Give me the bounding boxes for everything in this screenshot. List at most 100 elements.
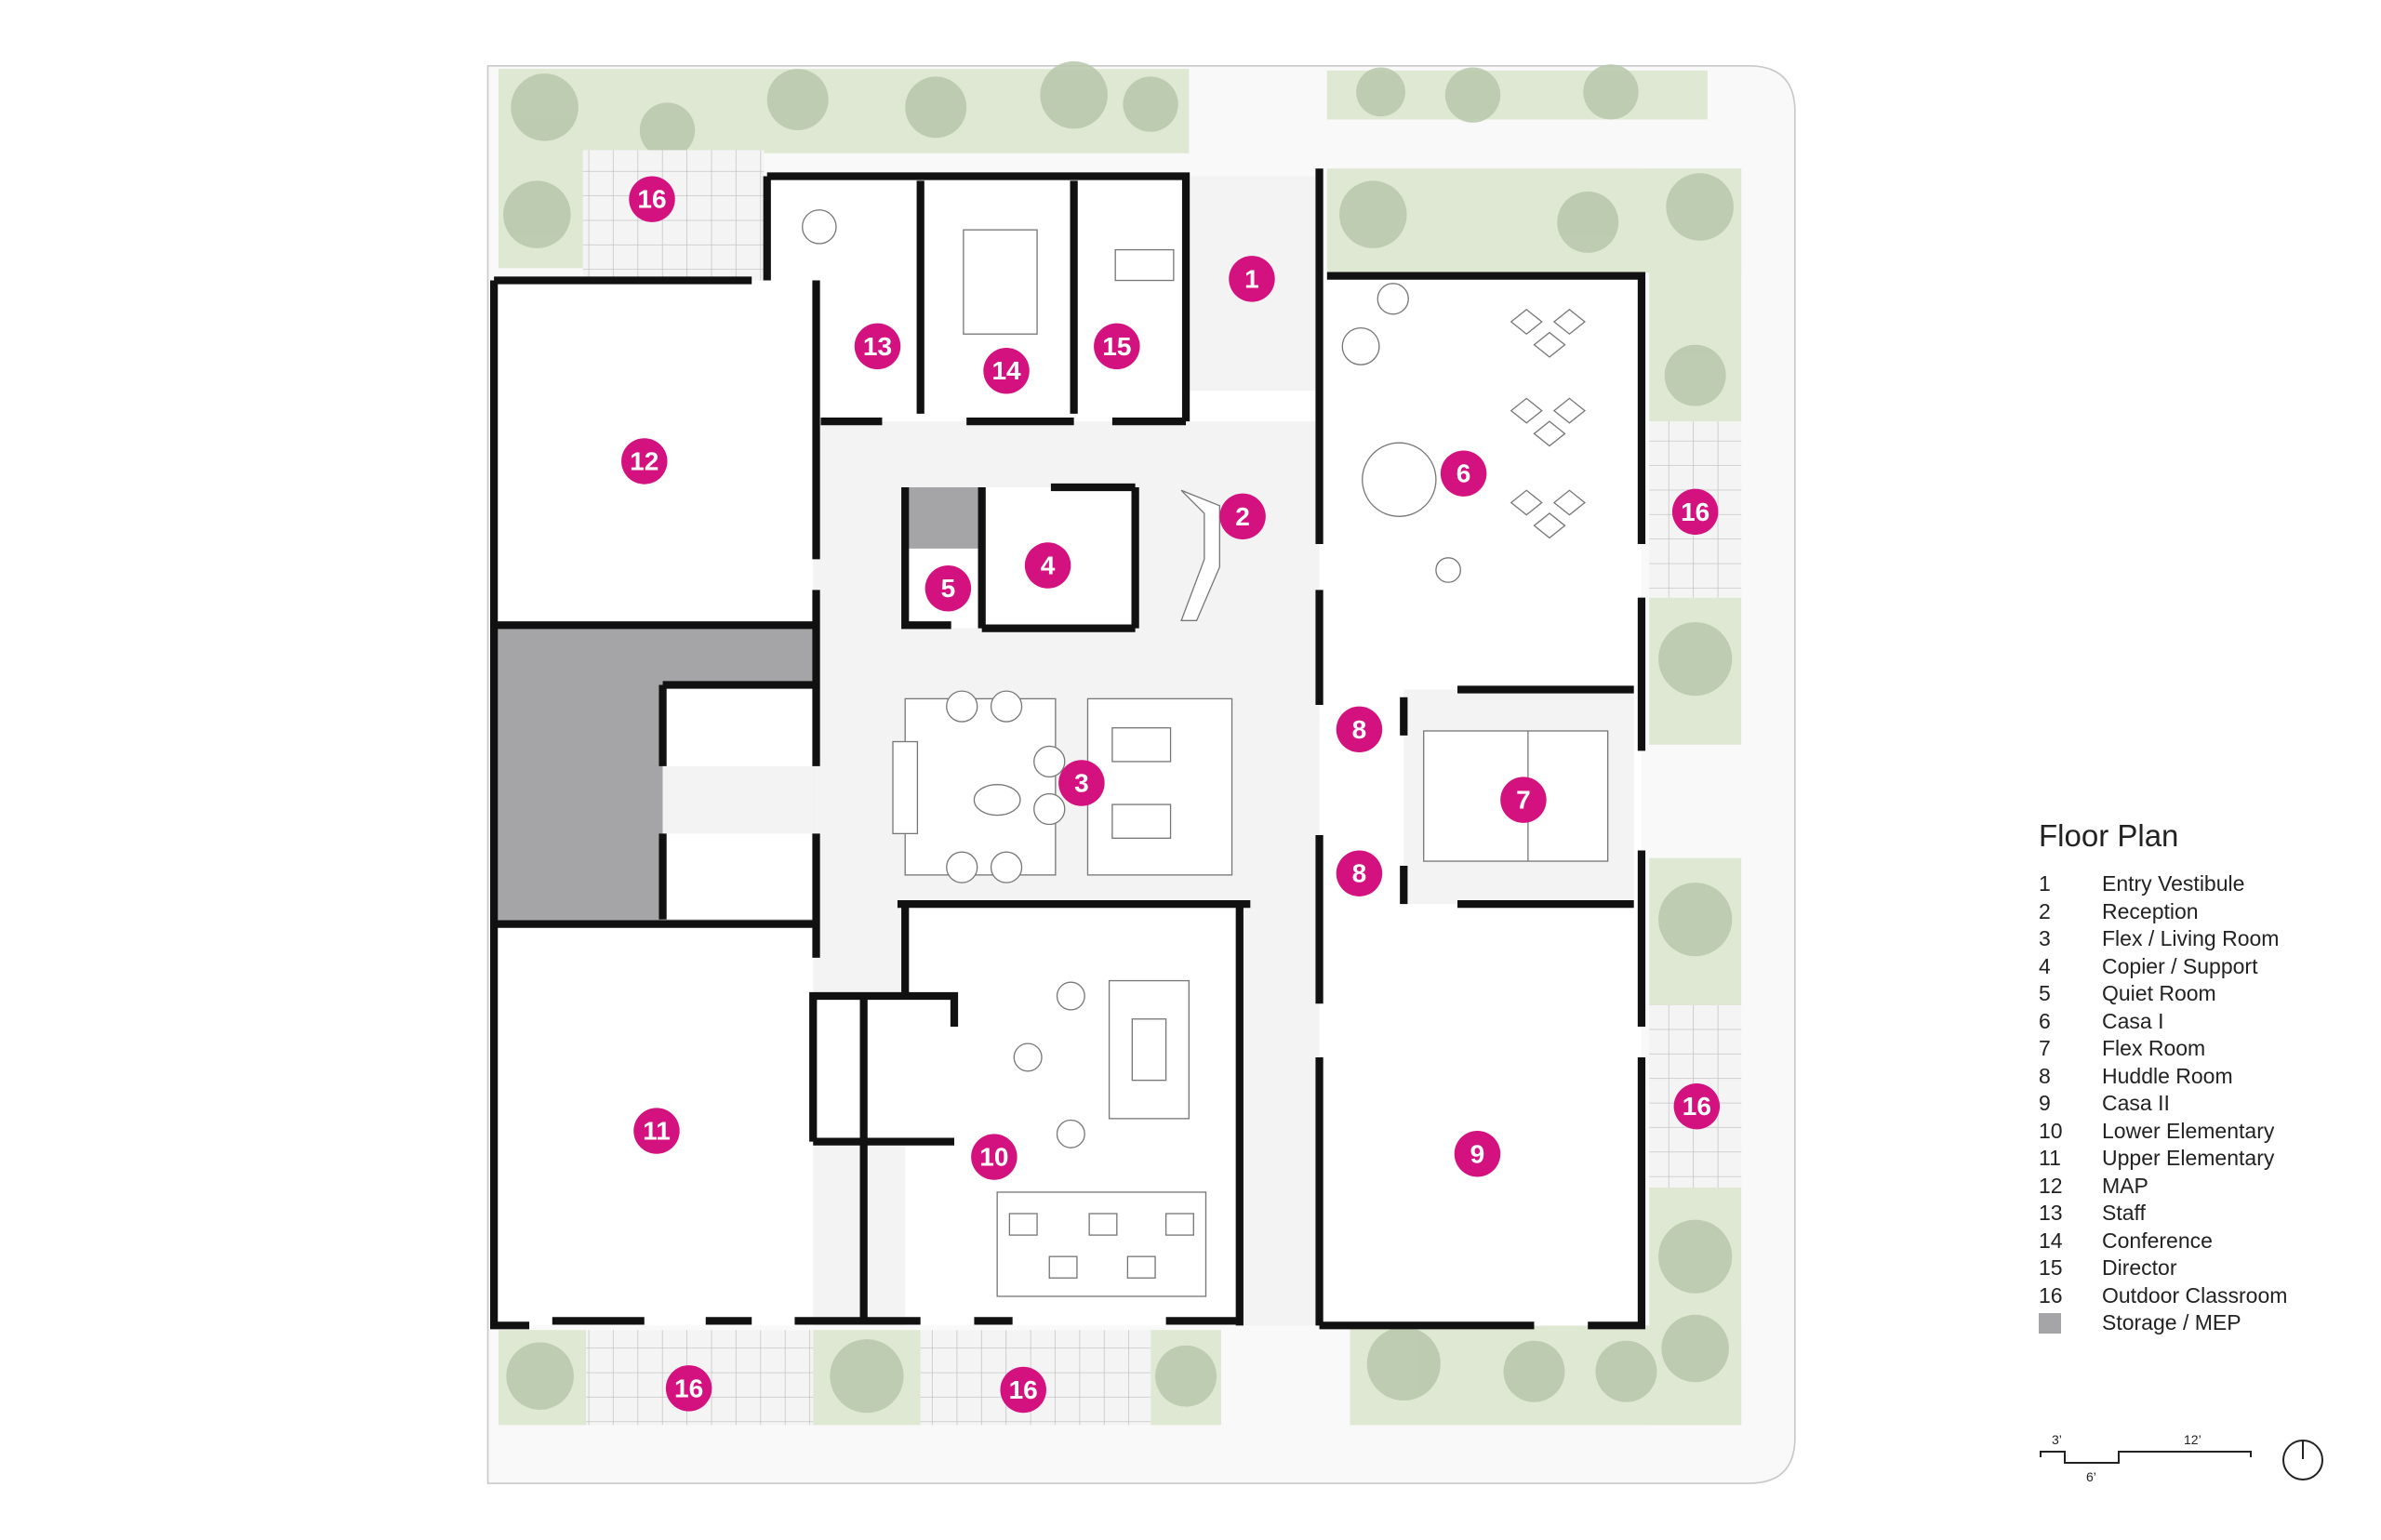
legend-title: Floor Plan [2039,818,2179,853]
legend-number: 3 [2039,926,2051,951]
storage-swatch [2039,1312,2061,1334]
trees [503,60,1734,1414]
legend-number: 4 [2039,953,2051,978]
legend-number: 8 [2039,1063,2051,1088]
legend-label: Copier / Support [2102,953,2258,978]
legend-item: 8 Huddle Room [2039,1063,2374,1091]
legend-item: 7 Flex Room [2039,1035,2374,1063]
svg-text:2: 2 [1235,502,1250,531]
svg-text:5: 5 [941,574,956,603]
marker-outdoor-classroom[interactable]: 16 [1000,1366,1046,1414]
svg-text:12: 12 [630,446,658,475]
legend-item: 5 Quiet Room [2039,980,2374,1008]
legend-label: Director [2102,1255,2177,1281]
north-arrow-icon [2282,1440,2323,1480]
legend-label: Flex Room [2102,1036,2206,1061]
marker-upper-elementary[interactable]: 11 [633,1108,680,1154]
legend-label: Huddle Room [2102,1063,2233,1088]
legend-number: 1 [2039,871,2051,896]
svg-text:4: 4 [1041,551,1056,580]
legend-number: 9 [2039,1091,2051,1116]
marker-director[interactable]: 15 [1094,323,1140,370]
legend-item: 12 MAP [2039,1173,2374,1201]
marker-copier-support[interactable]: 4 [1024,542,1071,589]
furniture [802,209,1609,1297]
legend-number: 16 [2039,1282,2063,1308]
scale-label-3: 3’ [2052,1432,2062,1447]
legend-number: 12 [2039,1173,2063,1198]
legend-label: Reception [2102,898,2199,923]
marker-outdoor-classroom[interactable]: 16 [1673,1082,1721,1130]
legend-item: 4 Copier / Support [2039,953,2374,981]
legend-label: Upper Elementary [2102,1146,2275,1171]
svg-text:10: 10 [979,1143,1008,1172]
legend-label: Outdoor Classroom [2102,1282,2288,1308]
svg-text:9: 9 [1470,1139,1485,1168]
marker-conference[interactable]: 14 [983,348,1030,394]
legend-number: 5 [2039,981,2051,1006]
svg-text:6: 6 [1457,459,1471,488]
legend-label: Quiet Room [2102,981,2216,1006]
marker-flex-room[interactable]: 7 [1500,777,1547,823]
marker-reception[interactable]: 2 [1219,493,1266,540]
legend-item-storage: Storage / MEP [2039,1309,2374,1337]
marker-huddle-room[interactable]: 8 [1336,850,1383,896]
legend-item: 16 Outdoor Classroom [2039,1282,2374,1310]
scale-bar: 3’ 6’ 12’ [2040,1432,2323,1484]
legend-item: 10 Lower Elementary [2039,1118,2374,1146]
legend-label: Storage / MEP [2102,1310,2241,1335]
legend-item: 13 Staff [2039,1200,2374,1228]
marker-staff[interactable]: 13 [854,323,901,370]
legend-label: Casa I [2102,1008,2164,1033]
legend-item: 3 Flex / Living Room [2039,925,2374,953]
legend-label: Flex / Living Room [2102,926,2280,951]
svg-text:16: 16 [1009,1375,1038,1404]
legend-number: 10 [2039,1118,2063,1143]
legend-item: 1 Entry Vestibule [2039,870,2374,898]
legend-item: 9 Casa II [2039,1090,2374,1118]
legend-label: Lower Elementary [2102,1118,2275,1143]
marker-lower-elementary[interactable]: 10 [971,1134,1018,1180]
marker-outdoor-classroom[interactable]: 16 [629,176,675,222]
svg-text:1: 1 [1244,264,1259,293]
legend-number: 7 [2039,1036,2051,1061]
scale-label-12: 12’ [2184,1432,2201,1447]
marker-casa-ii[interactable]: 9 [1454,1131,1501,1177]
svg-text:16: 16 [674,1374,703,1402]
legend-item: 11 Upper Elementary [2039,1145,2374,1173]
legend-item: 15 Director [2039,1255,2374,1282]
svg-text:15: 15 [1102,332,1131,361]
marker-outdoor-classroom[interactable]: 16 [665,1365,712,1412]
marker-map[interactable]: 12 [621,438,668,485]
marker-outdoor-classroom[interactable]: 16 [1671,488,1719,536]
marker-quiet-room[interactable]: 5 [924,565,972,612]
legend-number: 13 [2039,1201,2063,1226]
svg-text:16: 16 [1681,498,1709,526]
svg-text:13: 13 [863,332,892,361]
svg-text:16: 16 [1683,1092,1711,1121]
svg-text:16: 16 [637,185,666,214]
room-markers: 1 2 3 4 5 6 7 8 8 9 10 11 12 13 14 15 16… [621,176,1721,1414]
marker-huddle-room[interactable]: 8 [1336,706,1383,753]
legend-label: Staff [2102,1201,2146,1226]
svg-text:8: 8 [1352,859,1367,888]
legend-item: 2 Reception [2039,898,2374,926]
legend-label: MAP [2102,1173,2148,1198]
marker-flex-living-room[interactable]: 3 [1058,760,1105,806]
legend-number: 11 [2039,1146,2061,1171]
svg-text:3: 3 [1074,769,1089,798]
marker-entry-vestibule[interactable]: 1 [1229,256,1275,302]
legend-number: 15 [2039,1255,2063,1281]
svg-text:14: 14 [991,356,1021,385]
svg-text:11: 11 [643,1117,671,1146]
legend-label: Casa II [2102,1091,2170,1116]
svg-text:7: 7 [1516,786,1531,815]
legend-label: Entry Vestibule [2102,871,2245,896]
marker-casa-i[interactable]: 6 [1440,450,1487,497]
legend-number: 2 [2039,898,2051,923]
svg-text:8: 8 [1352,715,1367,744]
